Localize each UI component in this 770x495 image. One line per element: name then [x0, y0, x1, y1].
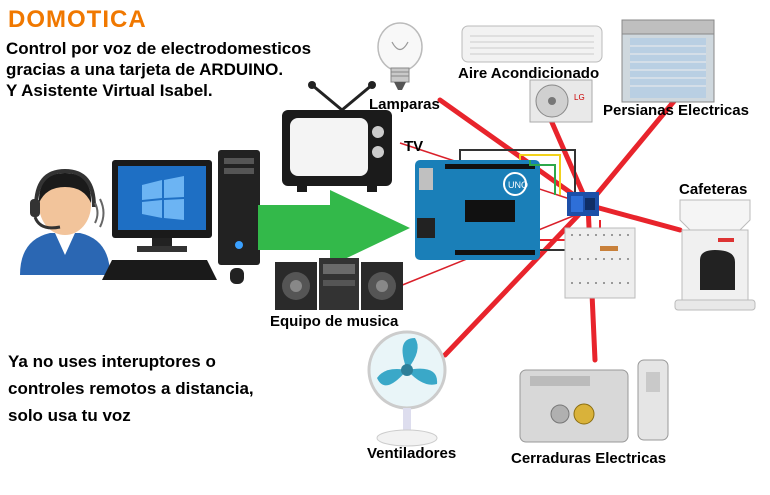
- intro-line: gracias a una tarjeta de ARDUINO.: [6, 60, 284, 79]
- label-equipo: Equipo de musica: [270, 313, 399, 330]
- fan-icon: [367, 330, 447, 447]
- page-title: DOMOTICA: [8, 6, 147, 33]
- label-cafeteras: Cafeteras: [679, 181, 748, 198]
- label-ventiladores: Ventiladores: [367, 445, 457, 462]
- label-aire: Aire Acondicionado: [458, 65, 600, 82]
- label-cerraduras: Cerraduras Electricas: [511, 450, 667, 467]
- link-lamparas: [437, 97, 591, 208]
- label-lamparas: Lamparas: [369, 96, 440, 113]
- relay-module-icon: [567, 192, 599, 216]
- svg-text:UNO: UNO: [508, 180, 528, 190]
- ac-outdoor-unit-icon: LG: [529, 79, 593, 123]
- intro-line: Y Asistente Virtual Isabel.: [6, 81, 213, 100]
- arduino-board-icon: UNO: [415, 160, 540, 260]
- footer-line: controles remotos a distancia,: [8, 379, 254, 398]
- stereo-icon: [275, 258, 403, 310]
- tv-icon: [282, 81, 392, 192]
- label-tv: TV: [404, 138, 424, 155]
- breadboard-icon: [564, 227, 636, 299]
- computer-icon: [102, 150, 260, 284]
- link-cafeteras: [585, 202, 683, 233]
- user-headset-icon: [20, 168, 110, 275]
- electric-lock-icon: [519, 359, 669, 443]
- footer-line: Ya no uses interuptores o: [8, 352, 216, 371]
- footer-line: solo usa tu voz: [8, 406, 131, 425]
- arrow-icon: [258, 190, 410, 266]
- link-ventiladores: [442, 202, 591, 358]
- coffee-maker-icon: [674, 199, 756, 311]
- footer-text: Ya no uses interuptores o controles remo…: [8, 348, 308, 429]
- intro-text: Control por voz de electrodomesticos gra…: [6, 38, 366, 101]
- intro-line: Control por voz de electrodomesticos: [6, 39, 312, 58]
- lamp-icon: [377, 22, 423, 90]
- blinds-icon: [621, 19, 715, 103]
- link-persianas: [585, 97, 678, 208]
- air-conditioner-icon: [461, 25, 603, 63]
- svg-text:LG: LG: [574, 93, 585, 102]
- label-persianas: Persianas Electricas: [603, 102, 749, 119]
